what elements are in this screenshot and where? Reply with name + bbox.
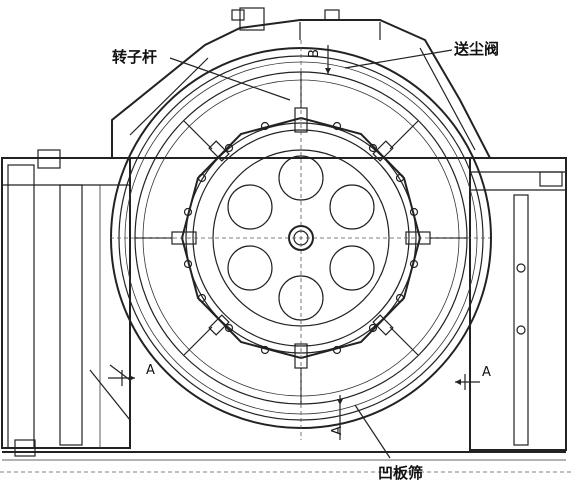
section-a-right-label: A [482,365,491,380]
section-marker-a-left: A [108,363,155,386]
section-marker-b-top: B [307,45,331,74]
left-side-panel [1,149,131,457]
rotor-bar-label: 转子杆 [112,48,157,66]
drum-bolts [183,121,419,355]
section-a-bottom-label: A [330,426,345,435]
housing-frame [111,7,492,159]
center-shaft [110,40,490,440]
leader-lines [169,49,453,459]
section-marker-a-right: A [455,365,491,390]
dust-valve-label: 送尘阀 [453,40,499,58]
section-a-left-label: A [146,363,155,378]
right-side-panel [469,157,567,451]
section-b-label: B [307,49,322,58]
bottom-base [0,451,571,473]
section-marker-a-bottom: A [330,395,345,440]
concave-screen-label: 凹板筛 [378,464,423,482]
